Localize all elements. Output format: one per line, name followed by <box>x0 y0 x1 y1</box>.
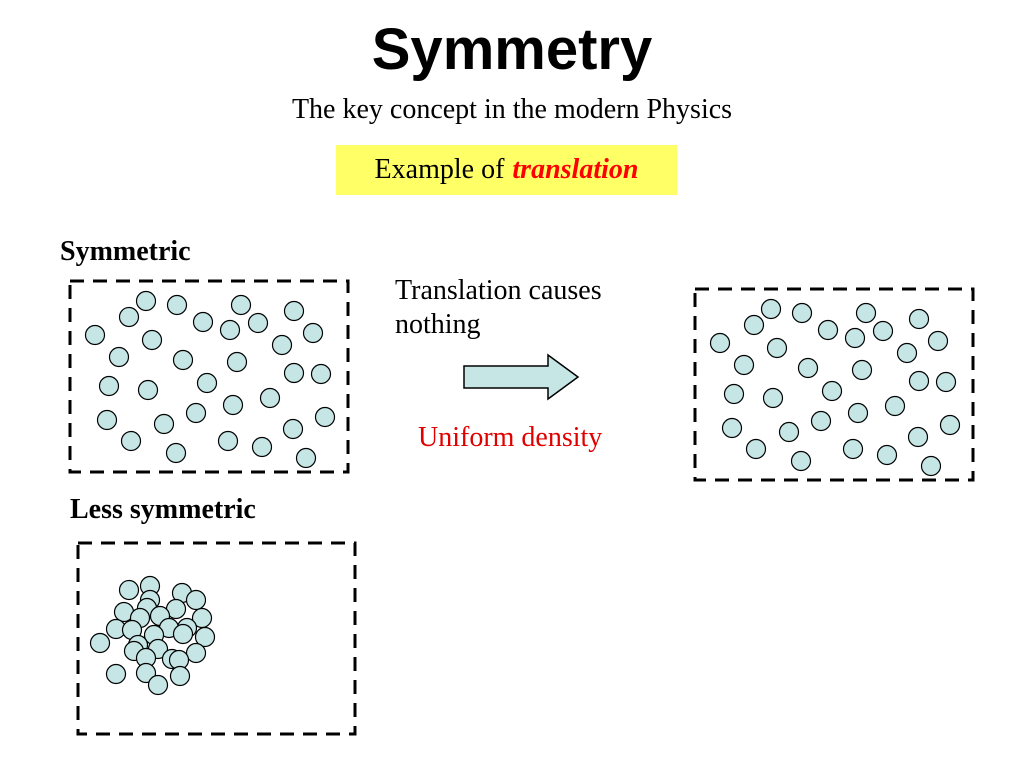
particle <box>185 589 207 611</box>
particle <box>295 447 317 469</box>
less-symmetric-box <box>76 541 357 736</box>
particle <box>226 351 248 373</box>
clustered-particles <box>89 575 216 696</box>
particle <box>939 414 961 436</box>
uniform-density-note: Uniform density <box>418 422 603 453</box>
particle <box>844 327 866 349</box>
less-symmetric-label: Less symmetric <box>70 494 256 525</box>
particle <box>778 421 800 443</box>
page-title: Symmetry <box>371 17 653 82</box>
particle <box>172 349 194 371</box>
particle <box>810 410 832 432</box>
particle <box>135 662 157 684</box>
particle <box>855 302 877 324</box>
particle <box>98 375 120 397</box>
particle <box>908 370 930 392</box>
symmetric-box <box>68 279 350 474</box>
particle <box>185 642 207 664</box>
translation-note: Translation causes nothing <box>395 274 602 341</box>
particle <box>96 409 118 431</box>
particle <box>222 394 244 416</box>
particle <box>283 362 305 384</box>
particle <box>172 623 194 645</box>
particle <box>247 312 269 334</box>
particle <box>169 665 191 687</box>
particle <box>745 438 767 460</box>
particle <box>185 402 207 424</box>
particle <box>790 450 812 472</box>
particle <box>120 430 142 452</box>
particle <box>230 294 252 316</box>
example-banner: Example of translation <box>336 145 677 195</box>
example-prefix: Example of <box>374 154 505 185</box>
particle <box>723 383 745 405</box>
particle <box>733 354 755 376</box>
particle <box>709 332 731 354</box>
translated-box <box>693 287 975 482</box>
page-subtitle: The key concept in the modern Physics <box>291 94 733 125</box>
particle <box>817 319 839 341</box>
particle <box>147 674 169 696</box>
particle <box>743 314 765 336</box>
translation-note-line1: Translation causes <box>395 275 602 306</box>
particle <box>847 402 869 424</box>
particle <box>135 290 157 312</box>
translation-note-line2: nothing <box>395 308 481 340</box>
particle <box>908 308 930 330</box>
particle <box>194 626 216 648</box>
particle <box>310 363 332 385</box>
particle <box>884 395 906 417</box>
particle <box>896 342 918 364</box>
particle <box>108 346 130 368</box>
symmetric-particles <box>84 290 336 469</box>
particle <box>791 302 813 324</box>
particle <box>851 359 873 381</box>
particle <box>251 436 273 458</box>
particle <box>302 322 324 344</box>
particle <box>165 442 187 464</box>
symmetric-label: Symmetric <box>60 236 191 267</box>
particle <box>927 330 949 352</box>
particle <box>821 380 843 402</box>
particle <box>876 444 898 466</box>
particle <box>137 379 159 401</box>
example-highlight: translation <box>512 154 639 185</box>
particle <box>118 579 140 601</box>
particle <box>141 329 163 351</box>
particle <box>84 324 106 346</box>
particle <box>314 406 336 428</box>
particle <box>192 311 214 333</box>
particle <box>271 334 293 356</box>
particle <box>105 663 127 685</box>
particle <box>118 306 140 328</box>
particle <box>920 455 942 477</box>
particle <box>935 371 957 393</box>
particle <box>89 632 111 654</box>
particle <box>196 372 218 394</box>
particle <box>283 300 305 322</box>
particle <box>762 387 784 409</box>
particle <box>842 438 864 460</box>
particle <box>153 413 175 435</box>
particle <box>282 418 304 440</box>
translated-particles <box>709 298 961 477</box>
particle <box>766 337 788 359</box>
particle <box>217 430 239 452</box>
translation-arrow <box>463 353 580 401</box>
particle <box>760 298 782 320</box>
particle <box>797 357 819 379</box>
particle <box>907 426 929 448</box>
particle <box>166 294 188 316</box>
particle <box>219 319 241 341</box>
particle <box>721 417 743 439</box>
particle <box>872 320 894 342</box>
particle <box>259 387 281 409</box>
